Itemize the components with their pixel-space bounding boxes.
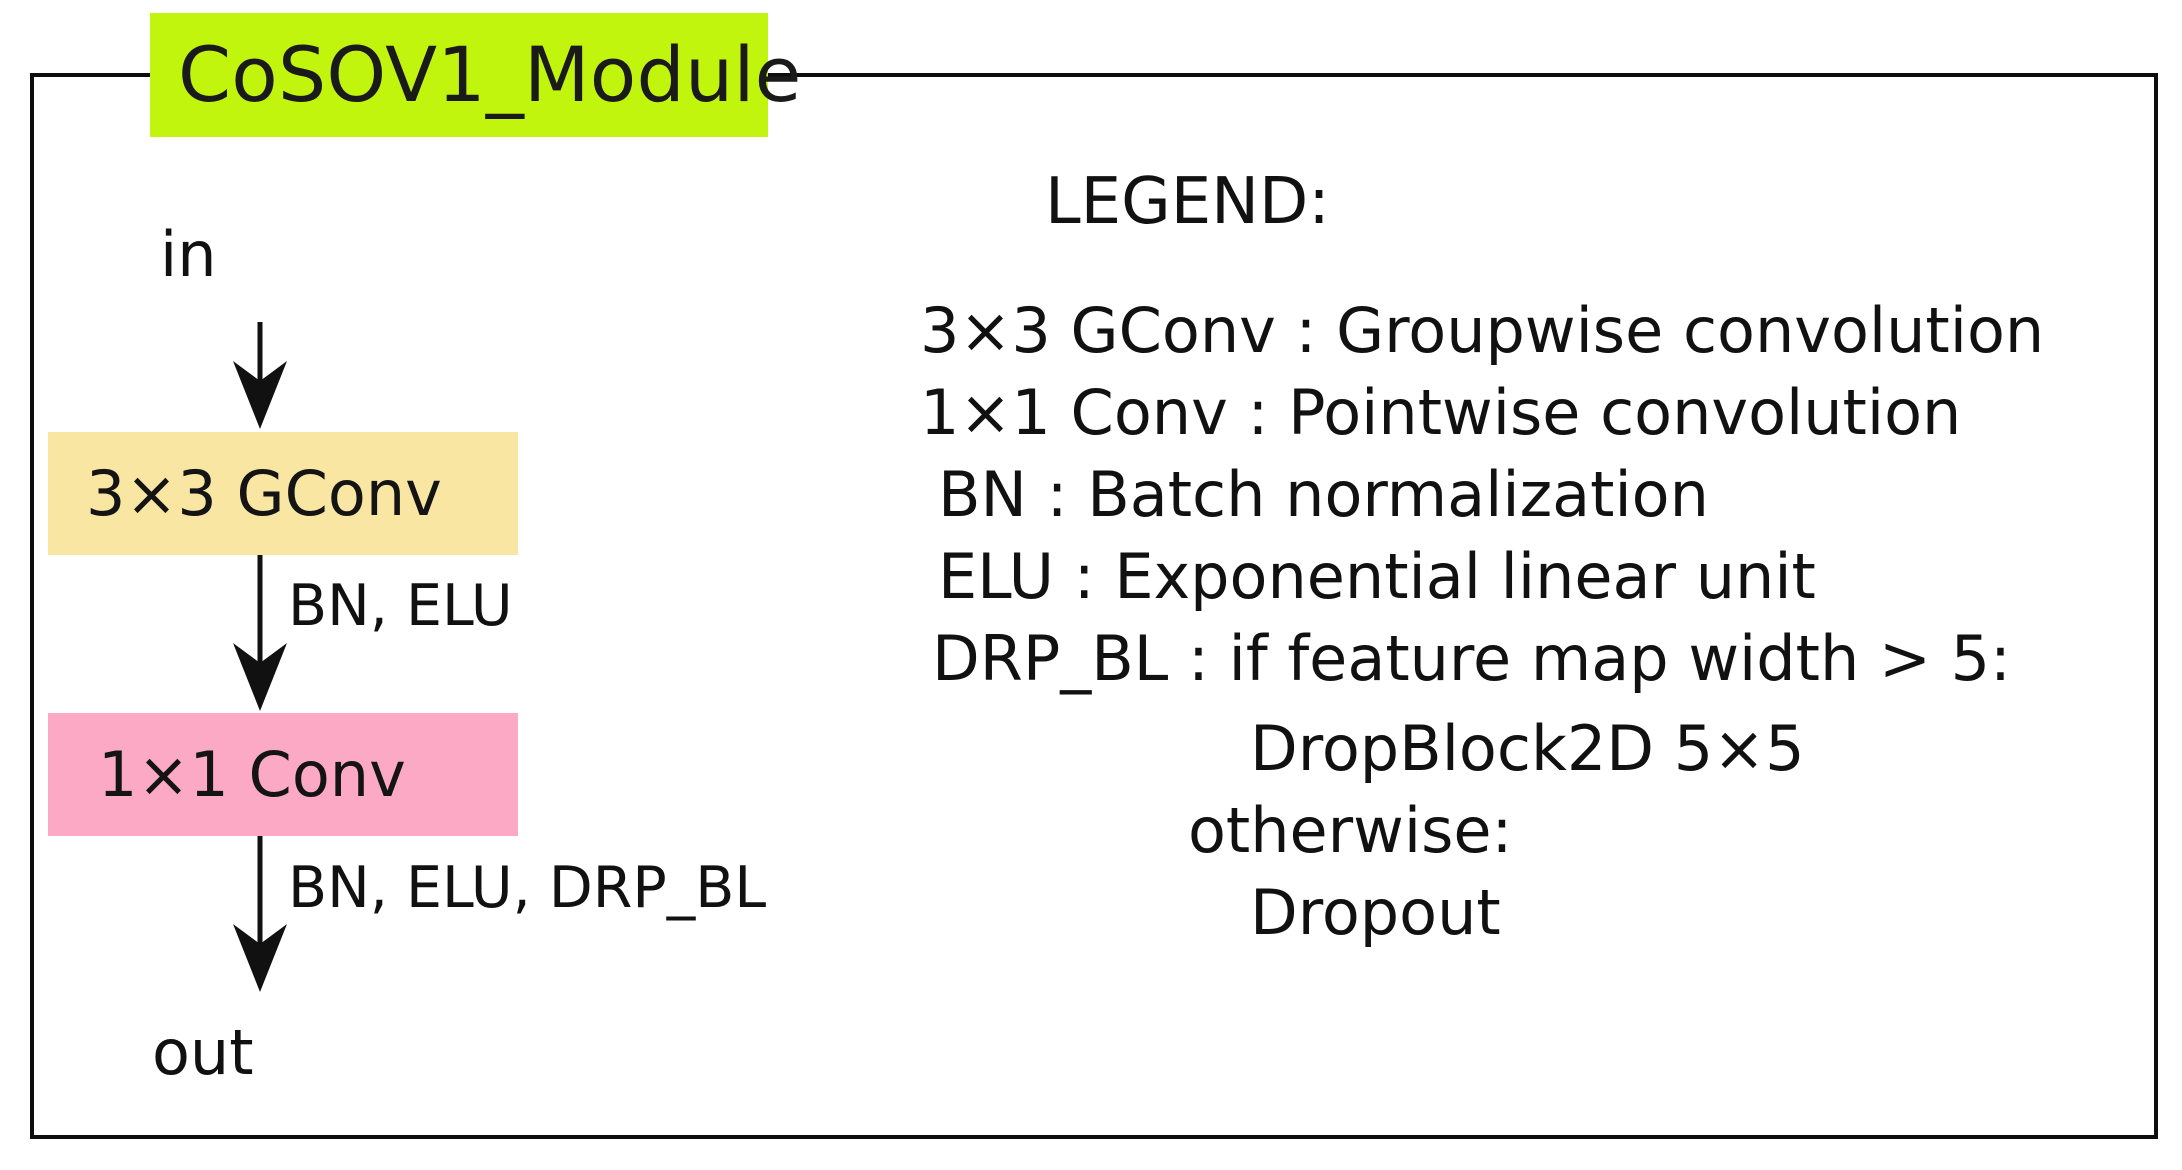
flow-input-label: in [160, 218, 217, 291]
node-conv: 1×1 Conv [48, 713, 518, 836]
module-title-text: CoSOV1_Module [178, 30, 802, 119]
legend-detail-dropblock: DropBlock2D 5×5 [1250, 712, 1805, 785]
module-title-chip: CoSOV1_Module [150, 13, 801, 137]
legend-entry-conv: 1×1 Conv : Pointwise convolution [920, 376, 1962, 449]
module-frame-left-border [30, 73, 34, 1139]
legend-entry-elu: ELU : Exponential linear unit [938, 540, 1816, 613]
module-frame-top-border-left [30, 73, 150, 77]
legend-entry-gconv: 3×3 GConv : Groupwise convolution [920, 294, 2045, 367]
edge-label-bn-elu-drpbl: BN, ELU, DRP_BL [288, 855, 767, 921]
flow-output-label: out [152, 1016, 254, 1089]
module-frame-right-border [2154, 73, 2158, 1139]
legend-detail-otherwise: otherwise: [1188, 794, 1513, 867]
legend-heading: LEGEND: [1045, 165, 1330, 239]
node-gconv: 3×3 GConv [48, 432, 518, 555]
legend-entry-bn: BN : Batch normalization [938, 458, 1709, 531]
module-frame-top-border-right [768, 73, 2158, 77]
legend-entry-drpbl: DRP_BL : if feature map width > 5: [932, 622, 2011, 695]
module-frame-bottom-border [30, 1135, 2158, 1139]
node-conv-label: 1×1 Conv [98, 737, 406, 811]
node-gconv-label: 3×3 GConv [86, 456, 442, 530]
legend-detail-dropout: Dropout [1250, 876, 1501, 949]
edge-label-bn-elu: BN, ELU [288, 573, 513, 639]
